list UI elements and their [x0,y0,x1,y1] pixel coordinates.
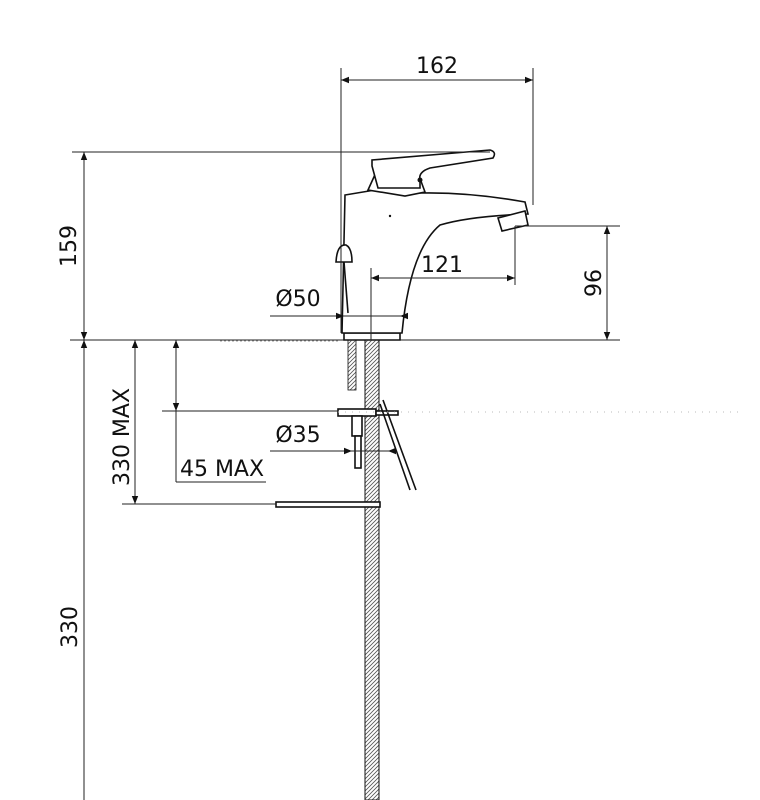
dimension-label-162: 162 [416,54,458,79]
dimension-label-45-max: 45 MAX [180,457,264,482]
dimension-label-159: 159 [57,225,82,267]
dimension-spout-reach: 121 [370,226,516,340]
dimension-label-diameter-35: Ø35 [275,423,320,448]
dimension-overall-height: 159 [57,151,490,340]
dimension-label-121: 121 [421,253,463,278]
dimension-spout-height: 96 [515,225,620,340]
dimension-hole-diameter: Ø35 [270,423,396,455]
faucet-body [335,149,530,341]
dimension-overall-width: 162 [340,54,534,333]
dimension-label-diameter-50: Ø50 [275,287,320,312]
braided-hose [364,339,380,800]
dimension-label-96: 96 [582,269,607,297]
dimension-deck-thickness: 45 MAX [162,340,738,483]
under-counter-assembly [275,339,417,800]
dimension-label-330-max: 330 MAX [110,388,135,486]
dimension-rod-length: 330 MAX [110,340,276,505]
dimension-hose-length: 330 [58,340,88,800]
dimension-body-diameter: Ø50 [270,287,408,320]
dimension-label-330: 330 [58,606,83,648]
